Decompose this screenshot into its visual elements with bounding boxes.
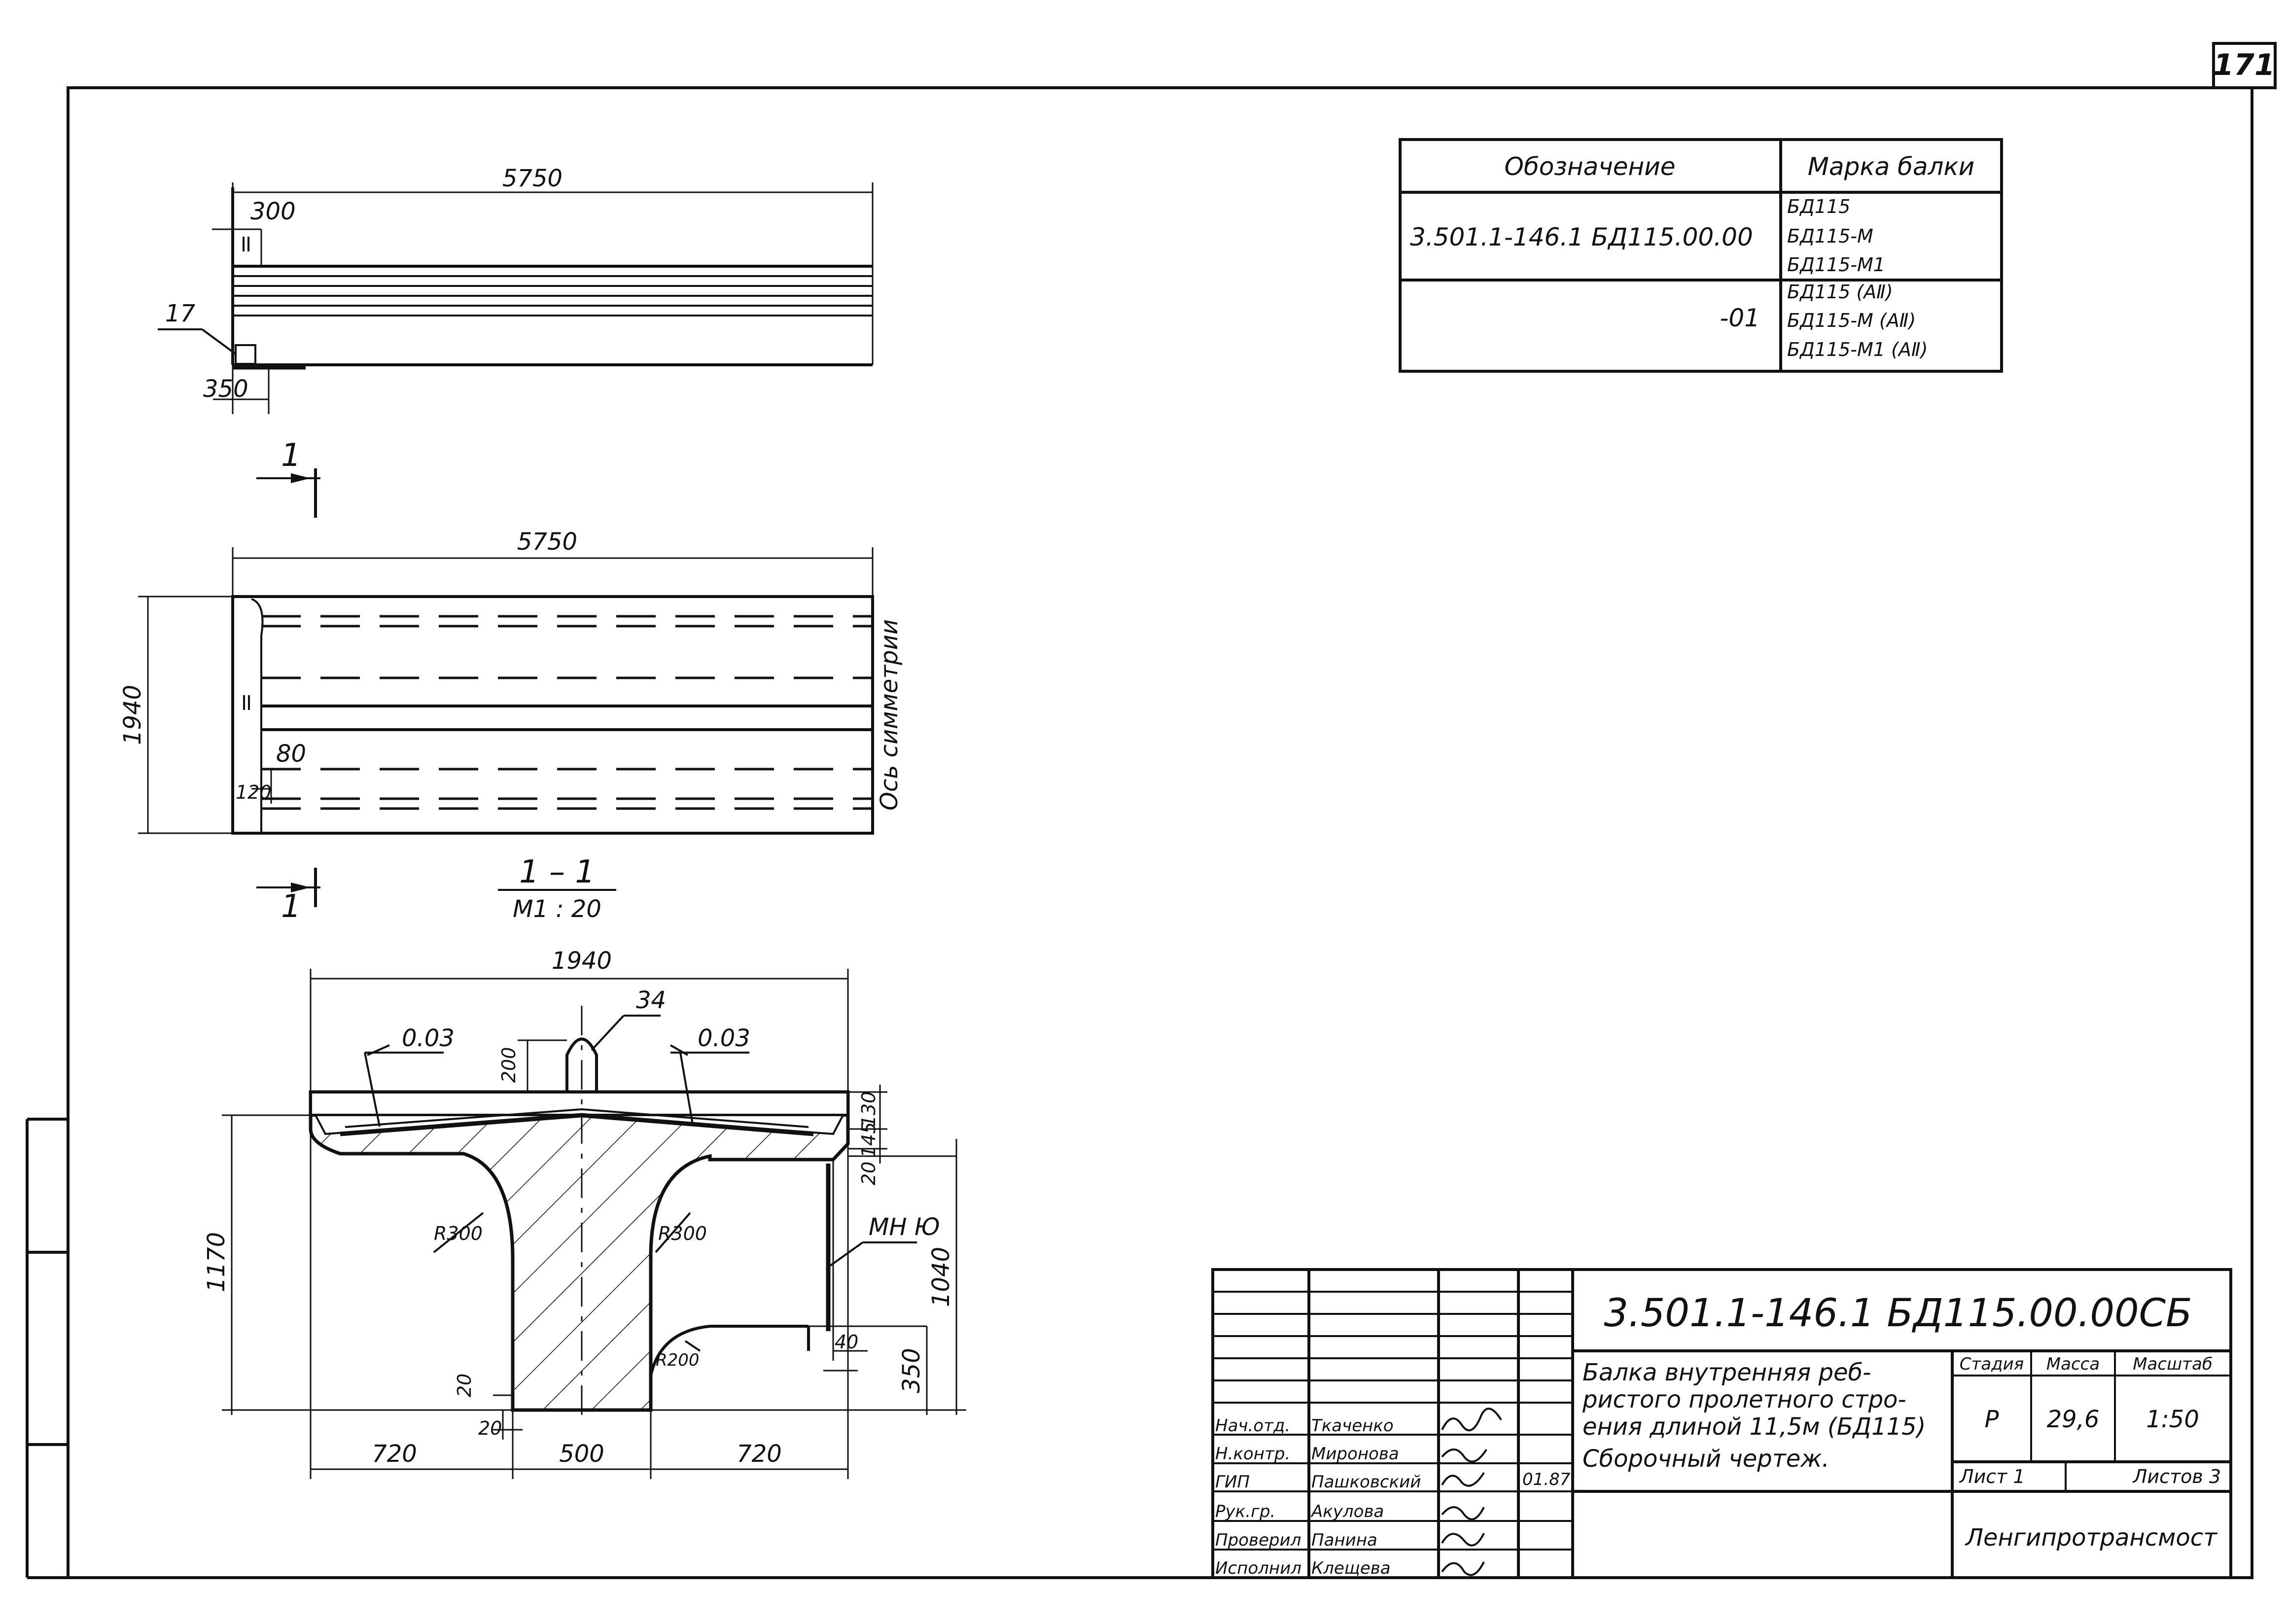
- spec-row-1-mark-1: БД115: [1787, 196, 1850, 217]
- section-dim-20a: 20: [858, 1162, 880, 1185]
- staff-name-3: Пашковский: [1311, 1472, 1421, 1492]
- section-mnyu-label: МН Ю: [869, 1213, 940, 1241]
- section-dim-20b: 20: [454, 1374, 475, 1397]
- side-view-length: 5750: [502, 165, 563, 192]
- section-scale: М1 : 20: [513, 895, 601, 923]
- staff-name-1: Ткаченко: [1311, 1416, 1394, 1436]
- section-dim-1170: 1170: [203, 1232, 230, 1292]
- title-sheet: Лист 1: [1959, 1466, 2025, 1487]
- cross-section: [222, 969, 966, 1479]
- title-block: [1211, 1268, 2232, 1579]
- side-view: [158, 182, 874, 414]
- section-cut-mark-bottom: [256, 868, 320, 907]
- staff-name-6: Клещева: [1311, 1558, 1391, 1578]
- signatures: [1441, 1408, 1502, 1576]
- title-doc-code: 3.501.1-146.1 БД115.00.00СБ: [1604, 1291, 2192, 1336]
- spec-row-2-designation: -01: [1720, 304, 1760, 332]
- staff-role-6: Исполнил: [1215, 1558, 1302, 1578]
- section-bottom-dim-1: 720: [372, 1440, 417, 1468]
- title-col-mass: Масса: [2046, 1354, 2100, 1374]
- staff-role-4: Рук.гр.: [1215, 1502, 1275, 1521]
- section-radius-left: R300: [434, 1223, 483, 1244]
- page-number: 171: [2213, 48, 2275, 82]
- section-width: 1940: [552, 947, 612, 975]
- section-slope-right: 0.03: [698, 1024, 750, 1052]
- title-col-stage: Стадия: [1960, 1354, 2024, 1374]
- staff-name-4: Акулова: [1310, 1502, 1384, 1521]
- section-radius-bottom: R200: [656, 1350, 700, 1370]
- section-cut-label-bottom: 1: [281, 888, 301, 925]
- section-dim-130: 130: [858, 1092, 880, 1128]
- plan-view-dim-80: 80: [276, 740, 306, 768]
- title-date: 01.87: [1522, 1470, 1571, 1489]
- spec-row-1-designation: 3.501.1-146.1 БД115.00.00: [1410, 223, 1753, 251]
- section-title: 1 – 1: [519, 854, 595, 890]
- section-dim-145: 145: [858, 1122, 880, 1158]
- title-desc-line-3: ения длиной 11,5м (БД115): [1583, 1413, 1926, 1441]
- spec-row-1-mark-3: БД115-М1: [1787, 254, 1885, 276]
- side-view-dim-350: 350: [203, 375, 248, 403]
- spec-header-mark: Марка балки: [1808, 152, 1974, 181]
- title-scale: 1:50: [2146, 1406, 2199, 1433]
- staff-name-2: Миронова: [1311, 1444, 1399, 1464]
- title-stage: Р: [1985, 1406, 1999, 1433]
- side-view-dim-300: 300: [250, 198, 296, 225]
- title-mass: 29,6: [2047, 1406, 2100, 1433]
- plan-view-width: 1940: [119, 685, 146, 745]
- section-dim-350: 350: [898, 1348, 925, 1393]
- sheet-frame: [26, 42, 2277, 1579]
- staff-role-1: Нач.отд.: [1215, 1416, 1290, 1436]
- staff-role-2: Н.контр.: [1215, 1444, 1290, 1464]
- section-dim-40: 40: [835, 1331, 858, 1353]
- section-cut-label-top: 1: [281, 437, 301, 474]
- section-dim-20c: 20: [478, 1417, 502, 1439]
- spec-row-1-mark-2: БД115-М: [1787, 225, 1873, 247]
- plan-view-dim-120: 120: [236, 781, 272, 803]
- plan-view: [138, 547, 874, 835]
- section-dim-200: 200: [498, 1047, 520, 1083]
- section-bottom-dim-3: 720: [737, 1440, 782, 1468]
- title-desc-line-2: ристого пролетного стро-: [1582, 1386, 1906, 1413]
- section-dim-1040: 1040: [927, 1247, 955, 1307]
- section-bottom-dim-2: 500: [559, 1440, 604, 1468]
- title-col-scale: Масштаб: [2133, 1354, 2213, 1374]
- title-drawing-type: Сборочный чертеж.: [1583, 1445, 1830, 1473]
- staff-name-5: Панина: [1311, 1530, 1377, 1550]
- symmetry-axis-label: Ось симметрии: [876, 619, 903, 811]
- spec-header-designation: Обозначение: [1505, 152, 1676, 181]
- title-desc-line-1: Балка внутренняя реб-: [1583, 1359, 1871, 1386]
- spec-row-2-mark-3: БД115-М1 (АⅡ): [1787, 339, 1928, 360]
- spec-table: [1399, 138, 2003, 373]
- title-organization: Ленгипротрансмост: [1965, 1524, 2218, 1552]
- section-radius-right: R300: [658, 1223, 707, 1244]
- callout-34: 34: [636, 987, 666, 1014]
- callout-17: 17: [165, 300, 196, 327]
- title-sheets: Листов 3: [2132, 1466, 2221, 1487]
- staff-role-5: Проверил: [1215, 1530, 1301, 1550]
- staff-role-3: ГИП: [1215, 1472, 1250, 1492]
- section-slope-left: 0.03: [402, 1024, 455, 1052]
- plan-view-length: 5750: [517, 528, 577, 556]
- section-cut-mark-top: [256, 468, 320, 518]
- spec-row-2-mark-2: БД115-М (АⅡ): [1787, 310, 1916, 331]
- spec-row-2-mark-1: БД115 (АⅡ): [1787, 281, 1893, 303]
